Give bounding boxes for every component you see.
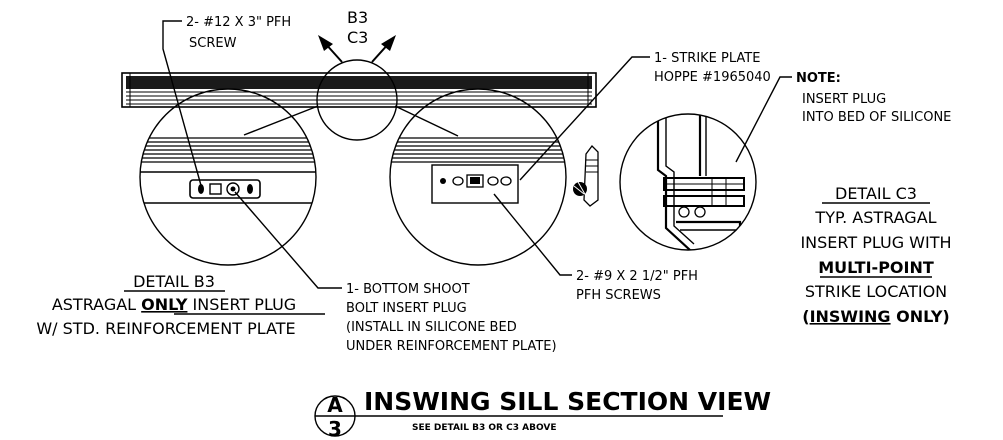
svg-text:2- #12 X 3" PFH: 2- #12 X 3" PFH [186, 15, 291, 30]
callout-pfh-screws: 2- #9 X 2 1/2" PFH PFH SCREWS [576, 269, 698, 303]
strike-plate-circle [389, 88, 567, 266]
svg-text:HOPPE #1965040: HOPPE #1965040 [654, 70, 771, 85]
detail-c3-caption: DETAIL C3 TYP. ASTRAGAL INSERT PLUG WITH… [800, 184, 951, 326]
svg-text:C3: C3 [347, 28, 368, 47]
sill-bar [121, 72, 597, 108]
connector-right [394, 105, 459, 137]
detail-b3-circle [139, 88, 317, 266]
svg-text:INSERT PLUG: INSERT PLUG [802, 92, 886, 107]
section-subtitle: SEE DETAIL B3 OR C3 ABOVE [412, 423, 556, 433]
svg-text:1- BOTTOM SHOOT: 1- BOTTOM SHOOT [346, 282, 470, 297]
svg-text:UNDER REINFORCEMENT PLATE): UNDER REINFORCEMENT PLATE) [346, 339, 557, 354]
detail-b3-title: DETAIL B3 [133, 272, 215, 291]
detail-circle-small [316, 35, 398, 141]
svg-text:(INSTALL IN SILICONE BED: (INSTALL IN SILICONE BED [346, 320, 517, 335]
inswing-only-label: (INSWING ONLY) [802, 307, 949, 326]
section-number: 3 [328, 417, 342, 440]
detail-c3-title: DETAIL C3 [835, 184, 917, 203]
svg-text:SCREW: SCREW [189, 36, 237, 51]
connector-left [243, 105, 319, 136]
svg-text:B3: B3 [347, 8, 368, 27]
svg-text:1- STRIKE PLATE: 1- STRIKE PLATE [654, 51, 760, 66]
svg-text:STRIKE LOCATION: STRIKE LOCATION [805, 282, 947, 301]
section-view-title: A 3 INSWING SILL SECTION VIEW SEE DETAIL… [314, 387, 771, 440]
detail-c3-circle [619, 113, 757, 251]
svg-text:2- #9 X 2 1/2" PFH: 2- #9 X 2 1/2" PFH [576, 269, 698, 284]
svg-text:NOTE:: NOTE: [796, 71, 841, 86]
svg-text:INTO BED OF SILICONE: INTO BED OF SILICONE [802, 110, 951, 125]
leader-lines [162, 20, 792, 289]
callout-screw-top: 2- #12 X 3" PFH SCREW [186, 15, 291, 51]
svg-text:INSERT PLUG WITH: INSERT PLUG WITH [800, 233, 951, 252]
multi-point-label: MULTI-POINT [818, 258, 934, 277]
detail-b3-caption: DETAIL B3 ASTRAGAL ONLY INSERT PLUG W/ S… [36, 272, 325, 338]
svg-text:PFH SCREWS: PFH SCREWS [576, 288, 661, 303]
detail-b3-line3: W/ STD. REINFORCEMENT PLATE [36, 319, 295, 338]
detail-b3-line2: ASTRAGAL ONLY INSERT PLUG [52, 295, 296, 314]
profile-icon [573, 145, 599, 207]
callout-strike-plate: 1- STRIKE PLATE HOPPE #1965040 [654, 51, 771, 85]
callout-bottom-shoot: 1- BOTTOM SHOOT BOLT INSERT PLUG (INSTAL… [346, 282, 557, 354]
svg-text:BOLT INSERT PLUG: BOLT INSERT PLUG [346, 301, 467, 316]
svg-text:TYP. ASTRAGAL: TYP. ASTRAGAL [814, 208, 936, 227]
callout-detail-ref: B3 C3 [347, 8, 368, 47]
section-letter: A [327, 393, 343, 417]
section-title: INSWING SILL SECTION VIEW [364, 387, 771, 416]
callout-note: NOTE: INSERT PLUG INTO BED OF SILICONE [796, 71, 951, 125]
